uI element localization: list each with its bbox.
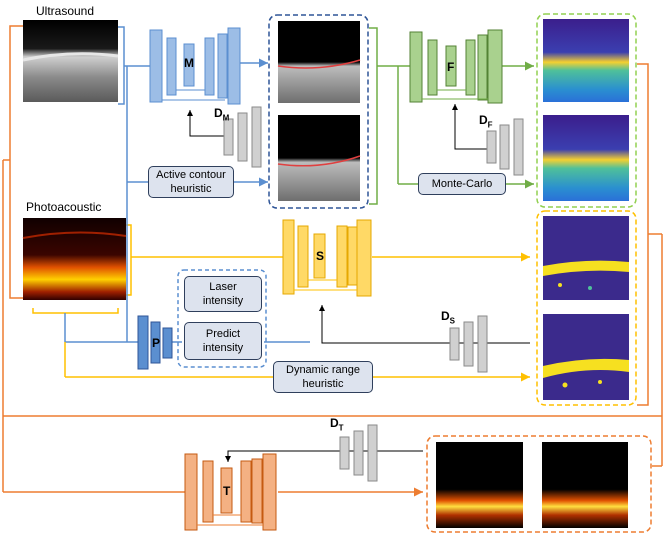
fluence-map-2 (543, 115, 629, 201)
mask-band-1 (543, 260, 629, 276)
network-f (409, 29, 503, 104)
network-t (184, 453, 277, 531)
mask-image-2 (543, 314, 629, 400)
discriminator-dm (223, 106, 262, 168)
ultrasound-bracket (118, 26, 125, 105)
segmentation-contour-2 (277, 155, 361, 167)
pa-bracket-bottom (32, 308, 119, 314)
segmentation-image-1 (278, 21, 360, 103)
photoacoustic-image (23, 218, 126, 300)
df-label: DF (479, 113, 493, 130)
dynamic-range-heuristic-box: Dynamic range heuristic (273, 361, 373, 393)
network-s-label: S (316, 249, 325, 263)
t-output-image-1 (436, 442, 523, 528)
mask-band-2 (543, 358, 629, 378)
active-contour-heuristic-box: Active contour heuristic (148, 166, 234, 198)
ultrasound-surface (22, 52, 119, 62)
dt-label: DT (330, 416, 344, 433)
mask-output-box (536, 210, 637, 406)
fluence-map-1 (543, 19, 629, 102)
network-p (137, 315, 173, 370)
discriminator-ds (449, 315, 488, 373)
df-feedback-arrow (452, 104, 487, 150)
network-t-label: T (223, 484, 231, 498)
mask-spot (598, 380, 602, 384)
network-m-label: M (184, 56, 194, 70)
network-p-label: P (152, 336, 161, 350)
t-output-image-2 (542, 442, 628, 528)
pa-bracket-right (126, 224, 132, 296)
discriminator-dt (339, 424, 378, 482)
ds-feedback-arrow (319, 305, 530, 344)
discriminator-df (486, 118, 524, 176)
dm-feedback-arrow (187, 110, 224, 137)
mask-spot (562, 382, 568, 388)
mask-spot (588, 286, 592, 290)
dm-label: DM (214, 106, 230, 123)
photoacoustic-label: Photoacoustic (26, 200, 102, 214)
segmentation-image-2 (278, 115, 360, 201)
network-f-label: F (447, 60, 455, 74)
network-s (282, 219, 372, 297)
predict-intensity-box: Predict intensity (184, 322, 262, 360)
segmentation-contour-1 (277, 59, 361, 69)
ultrasound-label: Ultrasound (36, 4, 95, 18)
ds-label: DS (441, 309, 456, 326)
mask-image-1 (543, 216, 629, 300)
laser-intensity-box: Laser intensity (184, 276, 262, 312)
segmentation-output-box (268, 14, 369, 209)
fluence-output-box (536, 13, 637, 208)
t-output-box (426, 435, 652, 533)
photoacoustic-surface (22, 231, 127, 239)
monte-carlo-box: Monte-Carlo (418, 173, 506, 195)
mask-spot (558, 283, 562, 287)
seg-bracket (369, 27, 378, 205)
ultrasound-image (23, 20, 118, 102)
intensity-group (177, 269, 267, 368)
orange-right-bracket (637, 63, 649, 406)
network-m (149, 27, 241, 105)
orange-input-bracket (9, 25, 23, 299)
